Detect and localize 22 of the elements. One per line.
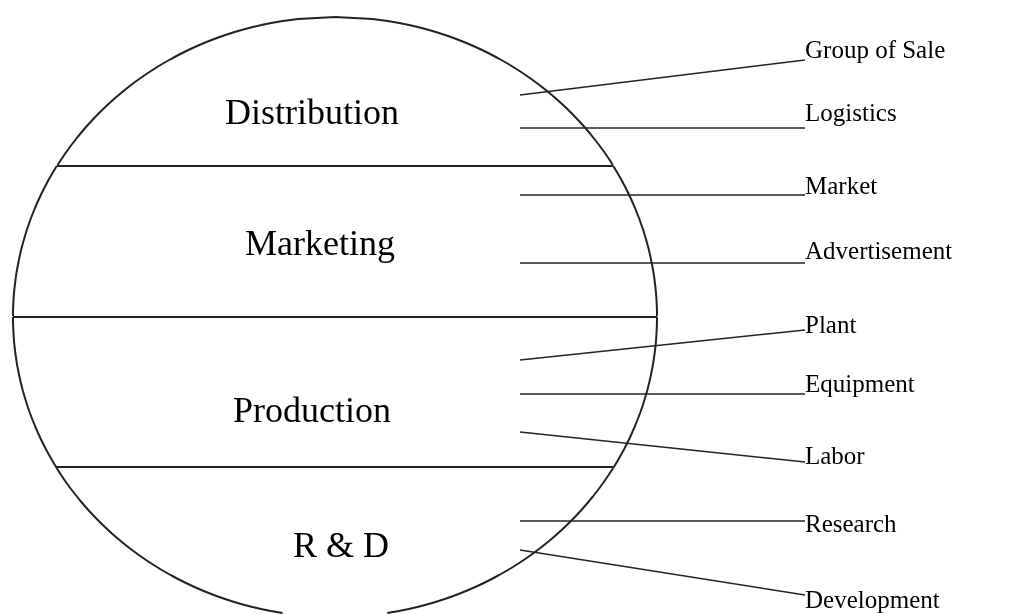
leader-line — [519, 431, 806, 463]
leader-label: Equipment — [805, 369, 915, 399]
leader-line — [519, 262, 806, 264]
leader-line — [519, 329, 806, 361]
leader-label: Market — [805, 171, 878, 201]
leader-line — [519, 127, 806, 129]
leader-label: Advertisement — [805, 236, 953, 266]
leader-line — [519, 520, 806, 522]
leader-label: Group of Sale — [805, 35, 946, 65]
leader-label: Development — [805, 585, 940, 614]
segment-label: R & D — [293, 524, 389, 566]
leader-label: Logistics — [805, 98, 897, 128]
leader-line — [519, 59, 806, 96]
leader-label: Labor — [805, 441, 865, 471]
leader-line — [519, 194, 806, 196]
segment-label: Marketing — [245, 222, 395, 264]
segment-label: Production — [233, 389, 391, 431]
leader-line — [519, 393, 806, 395]
segment-label: Distribution — [225, 91, 399, 133]
leader-line — [519, 549, 806, 596]
leader-label: Plant — [805, 310, 857, 340]
leader-label: Research — [805, 509, 897, 539]
